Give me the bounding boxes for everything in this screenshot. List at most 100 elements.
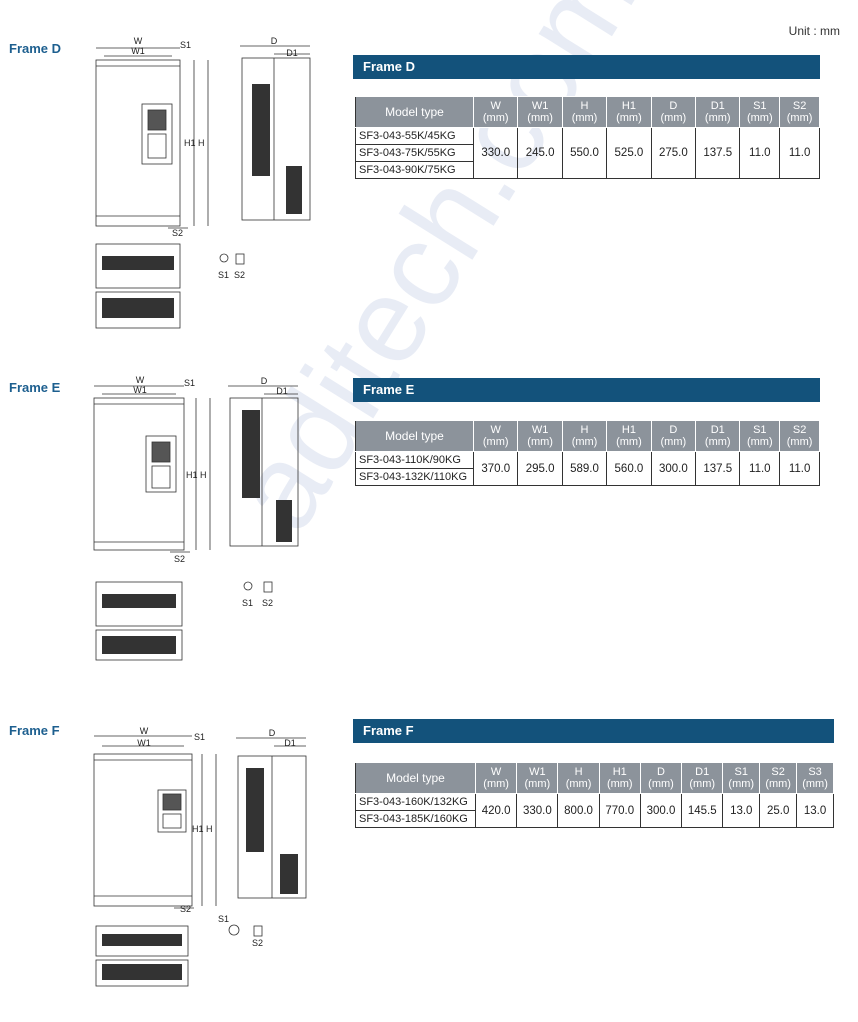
model-cell: SF3-043-185K/160KG xyxy=(355,810,476,828)
value-s1: 13.0 xyxy=(722,793,761,828)
col-d1: D1(mm) xyxy=(681,762,724,794)
frame-e-drawing: W W1 S1 H1 H S2 D D1 S1 S2 xyxy=(88,374,328,664)
foot-s1: S1 xyxy=(218,914,229,924)
model-cell: SF3-043-132K/110KG xyxy=(355,468,474,486)
frame-d-banner: Frame D xyxy=(353,55,820,79)
col-d1: D1(mm) xyxy=(695,420,741,452)
value-w: 330.0 xyxy=(472,127,519,179)
dim-h1: H1 xyxy=(192,824,204,834)
foot-s2: S2 xyxy=(252,938,263,948)
frame-f-table: Model type W(mm) W1(mm) H(mm) H1(mm) D(m… xyxy=(355,762,834,828)
value-h: 800.0 xyxy=(557,793,600,828)
col-h1: H1(mm) xyxy=(598,762,641,794)
col-w: W(mm) xyxy=(474,762,518,794)
table-row: SF3-043-55K/45KG 330.0 245.0 550.0 525.0… xyxy=(355,127,820,179)
value-d: 275.0 xyxy=(650,127,697,179)
col-h: H(mm) xyxy=(557,762,600,794)
value-w1: 295.0 xyxy=(517,451,563,486)
col-model: Model type xyxy=(355,762,476,794)
dim-d: D xyxy=(271,36,278,46)
col-s1: S1(mm) xyxy=(722,762,761,794)
value-s2: 11.0 xyxy=(779,127,820,179)
col-s1: S1(mm) xyxy=(739,420,781,452)
dim-w: W xyxy=(136,375,145,385)
frame-d-header-row: Model type W(mm) W1(mm) H(mm) H1(mm) D(m… xyxy=(355,96,820,128)
value-h1: 560.0 xyxy=(606,451,652,486)
unit-label: Unit : mm xyxy=(788,24,840,38)
frame-e-header-row: Model type W(mm) W1(mm) H(mm) H1(mm) D(m… xyxy=(355,420,820,452)
col-h: H(mm) xyxy=(561,96,608,128)
value-d1: 137.5 xyxy=(695,451,741,486)
dim-s1: S1 xyxy=(184,378,195,388)
value-w: 370.0 xyxy=(472,451,519,486)
dim-d: D xyxy=(261,376,268,386)
col-w: W(mm) xyxy=(472,96,519,128)
dim-h: H xyxy=(200,470,207,480)
frame-f-label: Frame F xyxy=(9,723,60,738)
col-s3: S3(mm) xyxy=(796,762,834,794)
col-h1: H1(mm) xyxy=(606,420,652,452)
value-w1: 245.0 xyxy=(517,127,563,179)
dim-d1: D1 xyxy=(286,48,298,58)
model-cell: SF3-043-55K/45KG xyxy=(355,127,474,145)
dim-d1: D1 xyxy=(284,738,296,748)
col-s2: S2(mm) xyxy=(779,96,820,128)
value-s2: 25.0 xyxy=(759,793,798,828)
col-w: W(mm) xyxy=(472,420,519,452)
dim-h: H xyxy=(198,138,205,148)
col-w1: W1(mm) xyxy=(516,762,559,794)
frame-e-table: Model type W(mm) W1(mm) H(mm) H1(mm) D(m… xyxy=(355,420,820,486)
dim-s2: S2 xyxy=(180,904,191,914)
table-row: SF3-043-132K/110KG xyxy=(355,468,820,486)
frame-f-drawing: W W1 S1 H1 H S2 D D1 S1 S2 xyxy=(88,724,328,1016)
value-d: 300.0 xyxy=(639,793,683,828)
frame-e-label: Frame E xyxy=(9,380,61,395)
col-h1: H1(mm) xyxy=(606,96,652,128)
dim-s2: S2 xyxy=(174,554,185,564)
value-d1: 145.5 xyxy=(681,793,724,828)
value-d: 300.0 xyxy=(650,451,697,486)
frame-f-header-row: Model type W(mm) W1(mm) H(mm) H1(mm) D(m… xyxy=(355,762,834,794)
col-h: H(mm) xyxy=(561,420,608,452)
frame-f-banner: Frame F xyxy=(353,719,834,743)
col-s2: S2(mm) xyxy=(759,762,798,794)
table-row: SF3-043-185K/160KG xyxy=(355,810,834,828)
col-w1: W1(mm) xyxy=(517,96,563,128)
dim-w1: W1 xyxy=(137,738,151,748)
dim-s1: S1 xyxy=(194,732,205,742)
table-row: SF3-043-90K/75KG xyxy=(355,161,820,179)
frame-d-table: Model type W(mm) W1(mm) H(mm) H1(mm) D(m… xyxy=(355,96,820,179)
table-row: SF3-043-160K/132KG 420.0 330.0 800.0 770… xyxy=(355,793,834,828)
dim-s2: S2 xyxy=(172,228,183,238)
dim-w: W xyxy=(134,36,143,46)
foot-s2: S2 xyxy=(234,270,245,280)
dim-h1: H1 xyxy=(186,470,198,480)
value-d1: 137.5 xyxy=(695,127,741,179)
model-cell: SF3-043-90K/75KG xyxy=(355,161,474,179)
col-d: D(mm) xyxy=(650,96,697,128)
col-w1: W1(mm) xyxy=(517,420,563,452)
foot-s1: S1 xyxy=(218,270,229,280)
value-w1: 330.0 xyxy=(516,793,559,828)
dim-w: W xyxy=(140,726,149,736)
dim-h1: H1 xyxy=(184,138,196,148)
dim-w1: W1 xyxy=(131,46,145,56)
value-w: 420.0 xyxy=(474,793,518,828)
value-s2: 11.0 xyxy=(779,451,820,486)
table-row: SF3-043-110K/90KG 370.0 295.0 589.0 560.… xyxy=(355,451,820,486)
col-s2: S2(mm) xyxy=(779,420,820,452)
dim-s1: S1 xyxy=(180,40,191,50)
dim-d: D xyxy=(269,728,276,738)
col-d: D(mm) xyxy=(639,762,683,794)
value-s3: 13.0 xyxy=(796,793,834,828)
value-h1: 770.0 xyxy=(598,793,641,828)
foot-s1: S1 xyxy=(242,598,253,608)
col-d1: D1(mm) xyxy=(695,96,741,128)
frame-d-label: Frame D xyxy=(9,41,62,56)
col-model: Model type xyxy=(355,420,474,452)
value-h1: 525.0 xyxy=(606,127,652,179)
value-h: 550.0 xyxy=(561,127,608,179)
frame-e-banner: Frame E xyxy=(353,378,820,402)
model-cell: SF3-043-75K/55KG xyxy=(355,144,474,162)
col-model: Model type xyxy=(355,96,474,128)
